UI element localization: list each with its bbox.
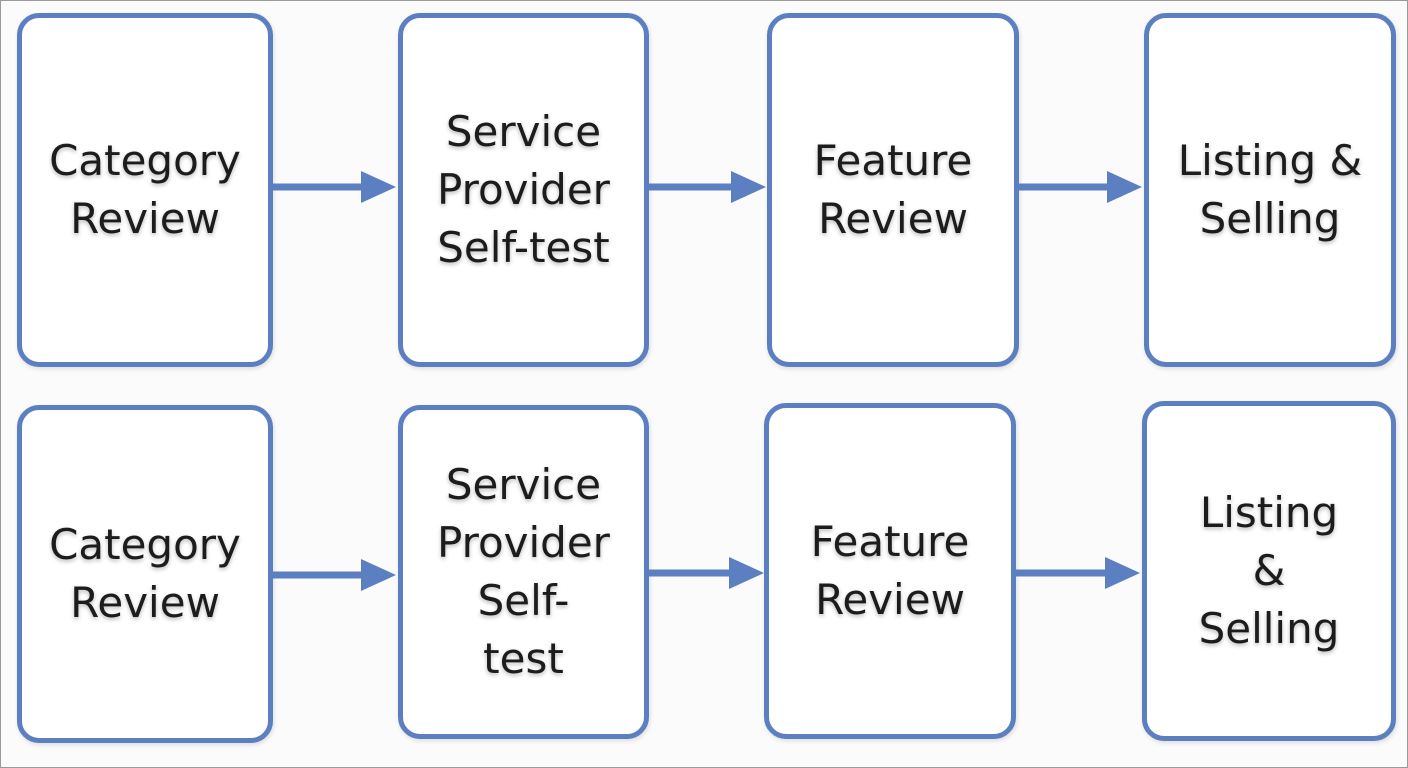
step-label-line: Review xyxy=(815,575,965,624)
arrow-right-icon xyxy=(273,171,396,203)
arrow-right-icon xyxy=(273,559,396,591)
step-label-line: Review xyxy=(818,194,968,243)
step-feature-review-2: Feature Review xyxy=(764,403,1016,739)
arrow-right-icon xyxy=(649,171,766,203)
step-category-review-1: Category Review xyxy=(17,13,273,367)
step-label-line: & xyxy=(1252,546,1286,595)
step-label-line: Review xyxy=(70,194,220,243)
arrow-right-icon xyxy=(1016,557,1140,589)
step-label-line: Category xyxy=(49,136,241,185)
step-label-line: Service xyxy=(445,460,602,509)
step-label-line: Review xyxy=(70,578,220,627)
step-label-line: Selling xyxy=(1198,604,1340,653)
step-label-line: test xyxy=(483,634,564,683)
step-service-provider-self-test-1: Service Provider Self-test xyxy=(398,13,649,367)
step-label-line: Selling xyxy=(1199,194,1341,243)
step-feature-review-1: Feature Review xyxy=(767,13,1019,367)
step-category-review-2: Category Review xyxy=(17,405,273,743)
step-label-line: Self-test xyxy=(437,223,610,272)
step-label-line: Provider xyxy=(437,518,610,567)
step-label-line: Service xyxy=(445,107,602,156)
step-listing-selling-2: Listing & Selling xyxy=(1142,401,1396,741)
step-service-provider-self-test-2: Service Provider Self- test xyxy=(398,405,649,739)
step-label-line: Self- xyxy=(477,576,570,625)
arrow-right-icon xyxy=(649,557,764,589)
step-label-line: Provider xyxy=(437,165,610,214)
arrow-right-icon xyxy=(1019,171,1142,203)
step-listing-selling-1: Listing & Selling xyxy=(1144,13,1396,367)
step-label-line: Category xyxy=(49,520,241,569)
step-label-line: Listing & xyxy=(1177,136,1363,185)
step-label-line: Listing xyxy=(1199,488,1339,537)
step-label-line: Feature xyxy=(813,136,973,185)
step-label-line: Feature xyxy=(810,517,970,566)
